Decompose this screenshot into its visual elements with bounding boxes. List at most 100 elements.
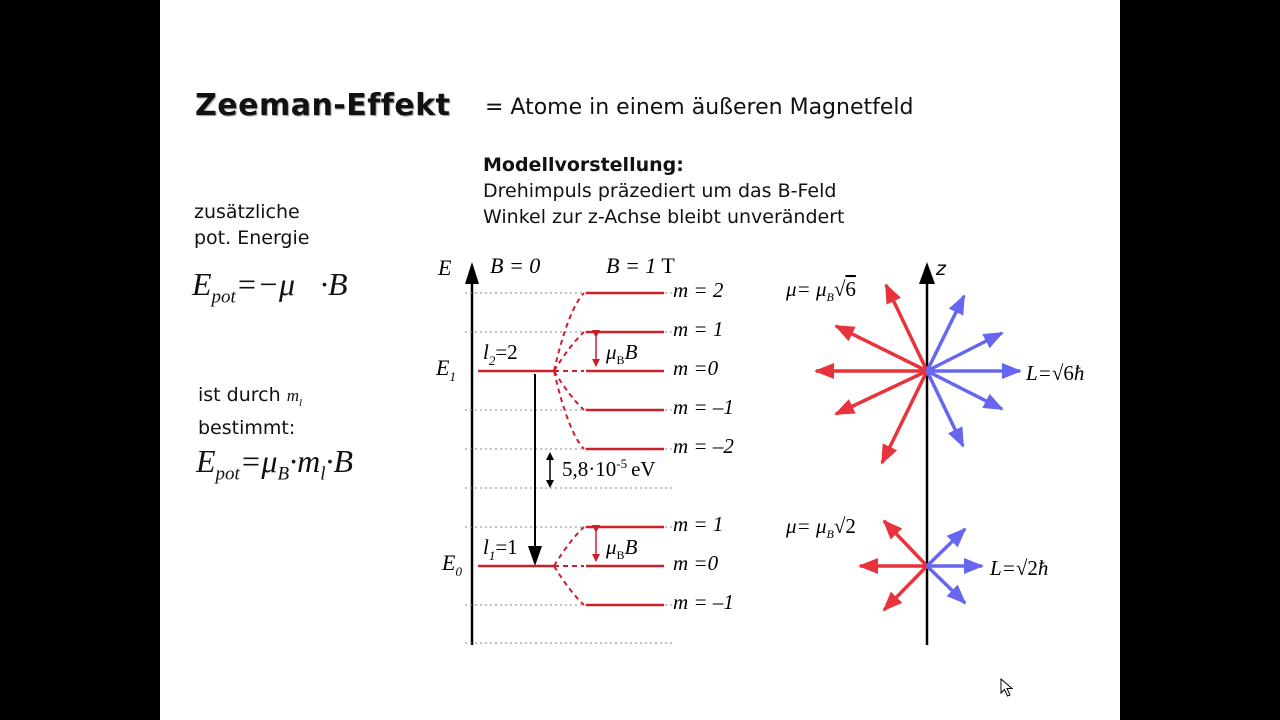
mu-vector xyxy=(882,564,929,612)
L-vector xyxy=(925,527,967,568)
splitting-var: B xyxy=(625,340,638,364)
gap-value: 5,8·10 xyxy=(562,457,616,481)
e0-m-labels: m = 1 m =0 m = –1 xyxy=(673,512,734,614)
gap-arrowhead-top xyxy=(546,452,554,460)
connector xyxy=(553,292,585,372)
L-vectors-l2 xyxy=(925,294,1022,448)
L-vector xyxy=(925,370,965,448)
energy-axis-arrowhead xyxy=(465,262,479,284)
gap-unit: eV xyxy=(631,457,656,481)
L-vector xyxy=(925,564,967,605)
connector xyxy=(553,565,585,606)
mu-vector xyxy=(882,519,929,568)
L-l2-unit: ħ xyxy=(1074,361,1085,385)
extra-energy-line-1: zusätzliche xyxy=(194,201,300,223)
m-label: m = 2 xyxy=(673,278,724,302)
transition-arrowhead xyxy=(528,546,542,566)
b0-label: B = 0 xyxy=(490,253,540,278)
m-label: m = –1 xyxy=(673,590,734,614)
l2-label: l2=2 xyxy=(483,340,518,368)
formula2-lhs-sub: pot xyxy=(215,463,240,485)
e0-label: E0 xyxy=(441,550,462,579)
extra-energy-line-2: pot. Energie xyxy=(194,227,310,249)
L-l1-unit: ħ xyxy=(1038,556,1049,580)
l1-val: =1 xyxy=(495,535,517,559)
l2-val: =2 xyxy=(495,340,517,364)
e0-label-sub: 0 xyxy=(455,564,462,579)
formula2-m: m xyxy=(297,443,321,479)
mu-l2-root: 6 xyxy=(845,277,856,301)
z-axis-arrowhead xyxy=(919,262,935,284)
l2-sub: 2 xyxy=(489,353,496,368)
gap-label: 5,8·10-5 eV xyxy=(562,456,656,481)
m-label: m = 1 xyxy=(673,512,723,536)
L-l2-label: L=√6ħ xyxy=(1025,361,1084,385)
slide: Zeeman-Effekt = Atome in einem äußeren M… xyxy=(160,0,1120,720)
l1-sub: 1 xyxy=(489,548,496,563)
formula-epot-ml: Epot=μB·ml·B xyxy=(196,443,353,485)
e1-splitting-label: μBB xyxy=(605,340,638,367)
slide-subtitle: = Atome in einem äußeren Magnetfeld xyxy=(485,95,914,120)
gap-arrowhead-bottom xyxy=(546,480,554,488)
e0-split-connectors xyxy=(553,526,585,606)
e1-label-text: E xyxy=(435,355,450,380)
energy-diagram: E B = 0 B = 1 T xyxy=(435,253,734,645)
b1-label-text: B = xyxy=(606,253,640,278)
vector-diagram: z xyxy=(785,258,1084,645)
m-label: m = –1 xyxy=(673,395,734,419)
mu-l1-root: 2 xyxy=(845,514,856,538)
model-line-1: Drehimpuls präzediert um das B-Feld xyxy=(483,180,837,202)
L-vector xyxy=(926,369,1004,411)
connector xyxy=(553,526,585,567)
L-l1-label: L=√2ħ xyxy=(989,556,1048,580)
mu-vectors-l1 xyxy=(858,519,929,612)
mu-l1-label: μ= μB√2 xyxy=(785,514,856,541)
splitting-mu: μ xyxy=(605,535,617,559)
gap-exp: -5 xyxy=(616,456,627,471)
e1-label: E1 xyxy=(435,355,456,384)
L-l1-root: 2 xyxy=(1027,556,1038,580)
e1-split-connectors xyxy=(553,292,585,450)
b1-label: B = 1 T xyxy=(606,253,675,278)
L-vectors-l1 xyxy=(925,527,984,605)
mu-vector xyxy=(834,369,928,416)
splitting-var: B xyxy=(625,535,638,559)
determined-text: ist durch xyxy=(198,384,281,406)
splitting-sub: B xyxy=(617,548,625,562)
L-vector xyxy=(925,294,966,372)
m-label: m =0 xyxy=(673,356,719,380)
mu-l1-sub: B xyxy=(827,527,835,541)
mu-l2-label: μ= μB√6 xyxy=(785,277,856,304)
z-axis-label: z xyxy=(935,258,947,280)
formula-epot-dipole: Epot=−μ⃗·B⃗ xyxy=(192,266,372,308)
mu-l2-sub: B xyxy=(827,290,835,304)
splitting-sub: B xyxy=(617,353,625,367)
l2-l: l xyxy=(483,340,489,364)
mu-vector xyxy=(834,324,928,373)
e1-label-sub: 1 xyxy=(449,369,456,384)
formula1-rhs: =−μ⃗·B⃗ xyxy=(235,266,373,302)
mu-l1-text: μ= μ xyxy=(785,514,827,538)
formula2-rest: ·B xyxy=(325,443,354,479)
formula2-lhs: E xyxy=(196,443,216,479)
energy-axis-label: E xyxy=(437,255,452,280)
mu-vectors-l2 xyxy=(814,283,929,465)
L-l1-text: L= xyxy=(989,556,1016,580)
formula1-lhs-sub: pot xyxy=(211,286,236,308)
formula2-dot: · xyxy=(289,443,298,479)
mouse-cursor-icon xyxy=(1000,678,1014,697)
connector xyxy=(553,370,585,450)
L-vector xyxy=(926,331,1004,373)
formula2-eq: =μ xyxy=(239,443,278,479)
e0-splitting-label: μBB xyxy=(605,535,638,562)
formula2-mu-sub: B xyxy=(277,463,290,485)
m-label: m = –2 xyxy=(673,434,734,458)
diagrams-svg: E B = 0 B = 1 T xyxy=(435,253,1084,645)
determined-line-2: bestimmt: xyxy=(198,417,296,439)
b1-unit: T xyxy=(661,253,675,278)
m-label: m = 1 xyxy=(673,317,723,341)
L-l2-text: L= xyxy=(1025,361,1052,385)
l1-l: l xyxy=(483,535,489,559)
slide-title: Zeeman-Effekt xyxy=(195,88,451,123)
model-heading: Modellvorstellung: xyxy=(483,154,684,176)
